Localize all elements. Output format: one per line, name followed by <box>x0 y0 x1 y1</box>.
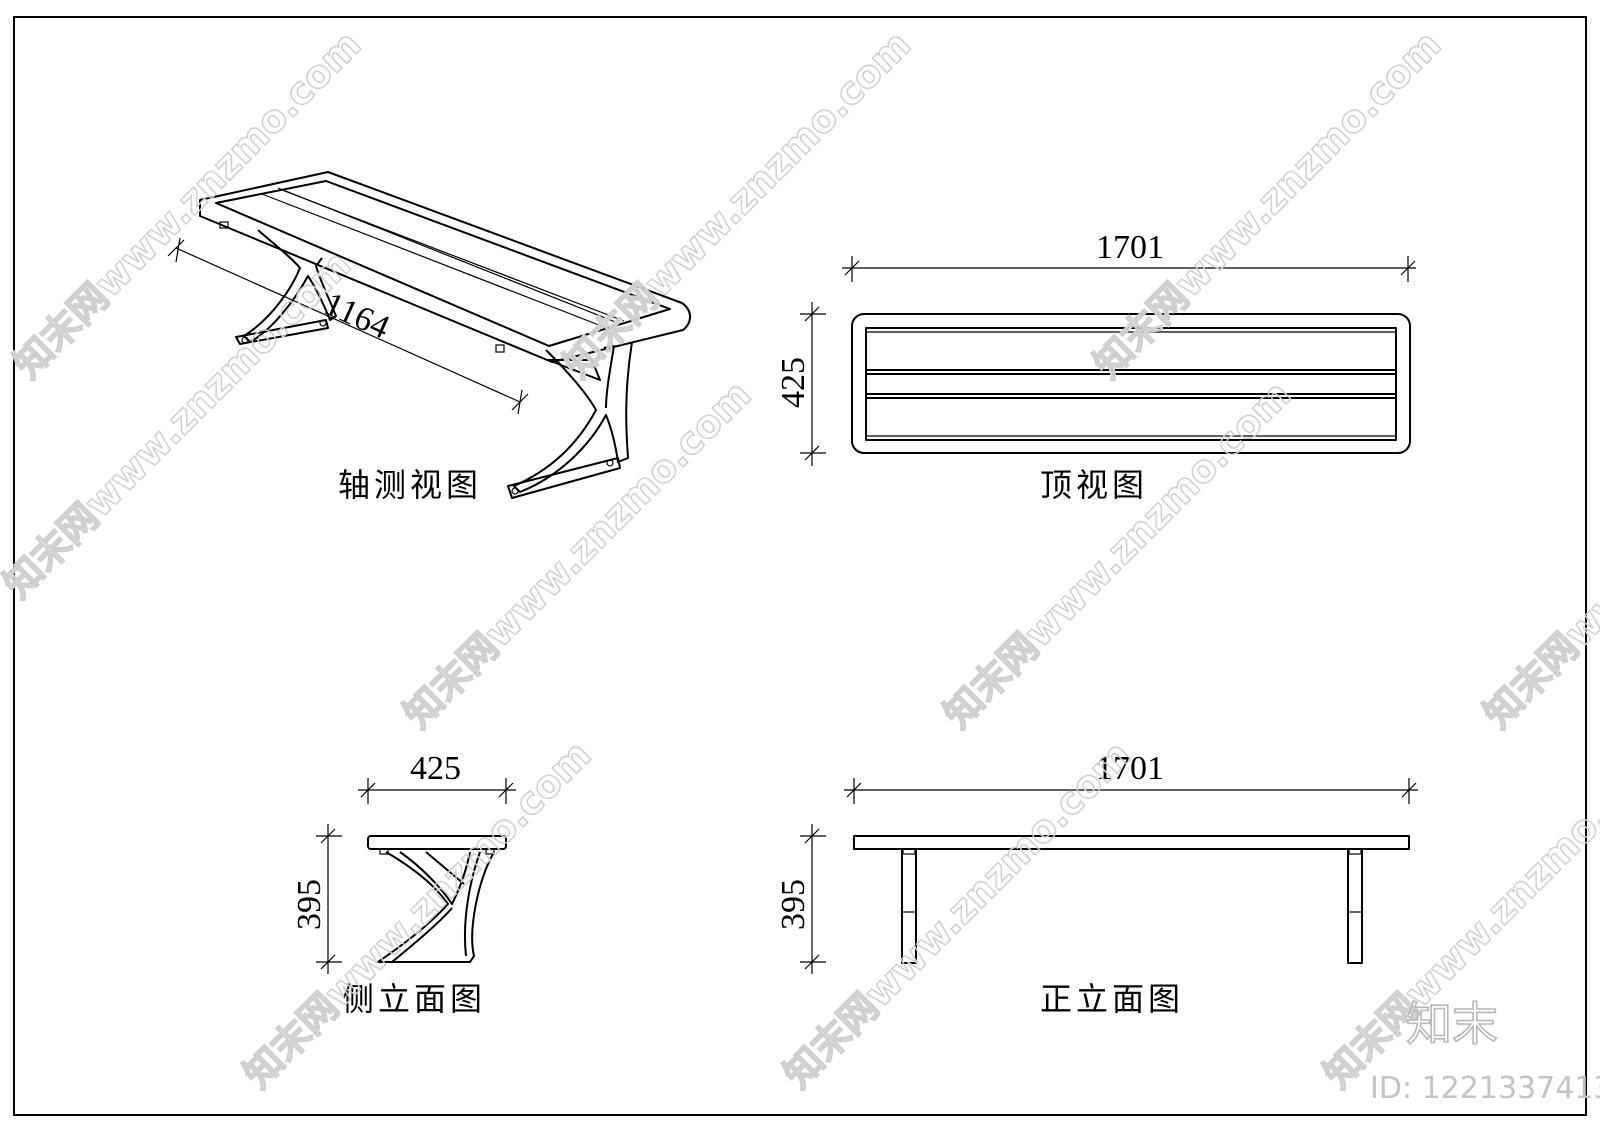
axonometric-view: 1164 轴测视图 <box>167 171 691 504</box>
front-dim-width: 1701 <box>1096 750 1164 787</box>
side-title: 侧立面图 <box>342 980 486 1018</box>
top-dim-depth: 425 <box>775 357 812 408</box>
watermark-text: 知末网www.znzmo.com <box>0 242 359 606</box>
axonometric-title: 轴测视图 <box>338 466 482 504</box>
watermark-text: 知末网www.znzmo.com <box>775 732 1139 1096</box>
watermark-text: 知末网www.znzmo.com <box>555 22 919 386</box>
watermark-text: 知末网www.znzmo.com <box>935 372 1299 736</box>
watermark-text: 知末网www.znzmo.com <box>5 22 369 386</box>
side-elevation-view: 425 395 侧立面图 <box>291 750 516 1018</box>
top-view: 1701 425 顶视图 <box>775 229 1416 504</box>
top-dim-width: 1701 <box>1096 229 1164 266</box>
watermark-text: 知末网www.znzmo.com <box>395 372 759 736</box>
top-title: 顶视图 <box>1040 466 1148 504</box>
watermark-layer: 知末网www.znzmo.com 知末网www.znzmo.com 知末网www… <box>0 21 1600 1106</box>
side-dim-width: 425 <box>410 750 461 787</box>
watermark-brand: 知末 <box>1406 997 1498 1051</box>
front-title: 正立面图 <box>1040 980 1184 1018</box>
front-elevation-view: 1701 395 正立面图 <box>775 750 1418 1018</box>
watermark-text: 知末网www.znzmo.com <box>1475 372 1600 736</box>
front-dim-height: 395 <box>775 879 812 930</box>
side-dim-height: 395 <box>291 879 328 930</box>
watermark-id: ID: 1221337413 <box>1370 1071 1600 1106</box>
sheet-frame <box>13 16 1587 1116</box>
